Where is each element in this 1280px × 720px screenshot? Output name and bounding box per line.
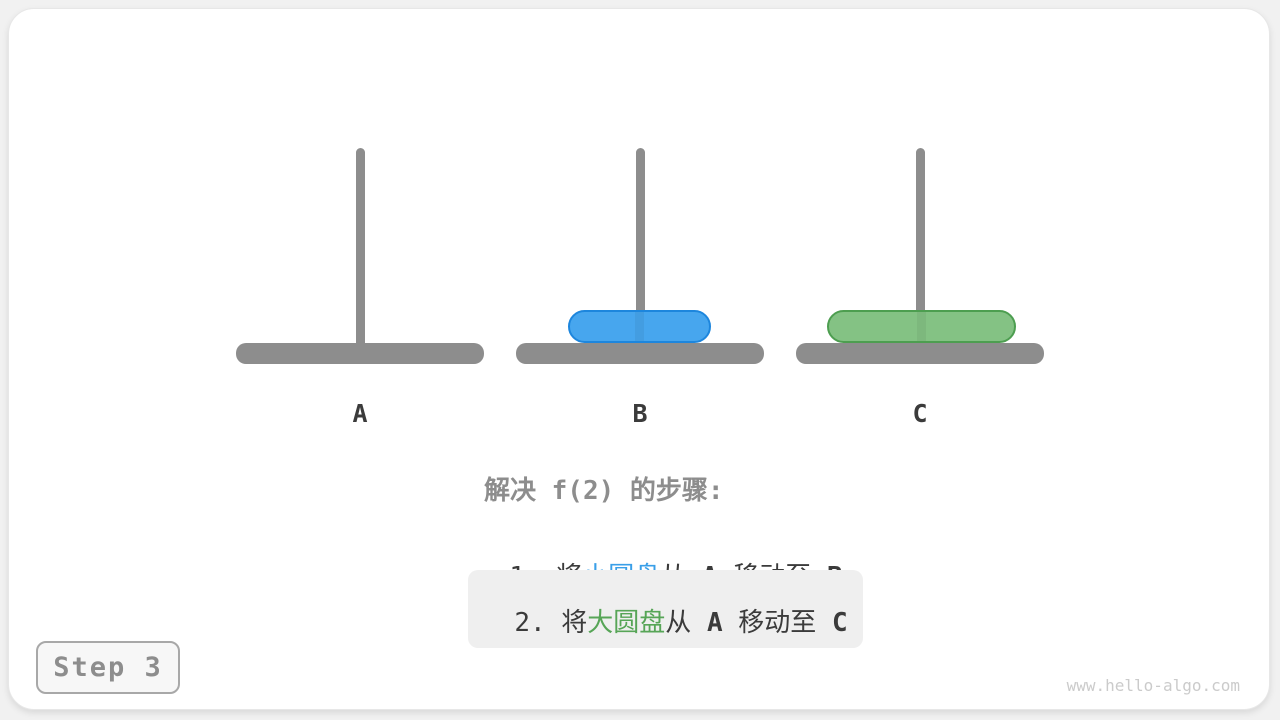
step-2-text: 从 — [665, 607, 692, 638]
peg-c-base — [796, 343, 1044, 364]
step-line-2-highlighted: 2. 将大圆盘从 A 移动至 C — [468, 570, 863, 648]
peg-a-label: A — [352, 399, 368, 428]
peg-a-pole — [356, 148, 365, 354]
small-disk — [568, 310, 711, 343]
step-2-text: 移动至 — [738, 607, 817, 638]
step-2-text: 2. 将 — [514, 607, 588, 638]
step-2-from-peg: A — [691, 607, 739, 638]
peg-c-label: C — [912, 399, 928, 428]
step-badge-label: Step 3 — [53, 652, 163, 683]
steps-title: 解决 f(2) 的步骤: — [484, 476, 724, 506]
large-disk — [827, 310, 1016, 343]
peg-a-base — [236, 343, 484, 364]
peg-c-pole — [916, 148, 925, 354]
peg-b-base — [516, 343, 764, 364]
peg-b-label: B — [632, 399, 648, 428]
step-2-disk-name: 大圆盘 — [587, 607, 666, 638]
peg-b-pole — [636, 148, 645, 354]
step-2-to-peg: C — [816, 607, 848, 638]
step-badge: Step 3 — [36, 641, 180, 694]
watermark: www.hello-algo.com — [1066, 676, 1240, 695]
